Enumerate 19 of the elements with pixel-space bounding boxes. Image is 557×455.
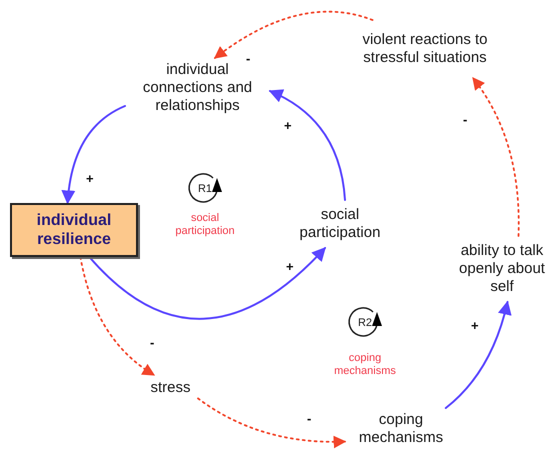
arrow	[88, 247, 326, 320]
stock-box	[10, 203, 138, 257]
variable-label: ability to talk openly about self	[458, 242, 546, 296]
variable-label: violent reactions to stressful situations	[361, 31, 489, 67]
arrow	[268, 90, 346, 201]
loop-label: R2	[358, 316, 372, 331]
loop-name: social participation	[174, 212, 236, 238]
dotted-arrow	[197, 398, 346, 448]
node-label: individual resilience	[36, 211, 112, 249]
variable-label: coping mechanisms	[358, 411, 444, 447]
dotted-arrow	[472, 76, 520, 237]
variable-label: stress	[150, 379, 190, 397]
arrow	[62, 105, 126, 204]
loop-name: coping mechanisms	[333, 352, 397, 378]
arrow	[444, 300, 512, 409]
dotted-arrow	[214, 10, 374, 59]
variable-label: social participation	[298, 206, 382, 242]
loop-label: R1	[198, 182, 212, 197]
dotted-arrow	[80, 256, 156, 376]
